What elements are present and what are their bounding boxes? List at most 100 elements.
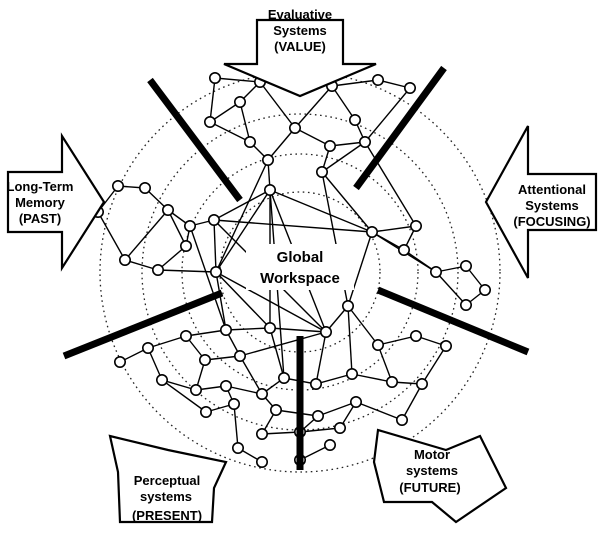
arrow-past-shape — [6, 132, 106, 272]
network-node — [162, 204, 175, 217]
network-node — [349, 395, 362, 408]
network-node — [348, 114, 361, 127]
network-edge — [239, 101, 251, 143]
network-edge — [215, 271, 271, 329]
network-node — [209, 72, 222, 85]
network-node — [333, 421, 346, 434]
network-node — [180, 329, 193, 342]
network-edge — [157, 245, 187, 271]
network-nodes — [92, 72, 491, 468]
network-node — [234, 96, 247, 109]
network-node — [255, 455, 268, 468]
arrow-future-shape — [372, 428, 508, 524]
network-node — [220, 379, 233, 392]
network-edge — [215, 271, 327, 333]
network-node — [397, 244, 410, 257]
network-node — [315, 166, 328, 179]
network-node — [459, 259, 472, 272]
network-edge — [321, 171, 373, 233]
network-node — [139, 182, 152, 195]
network-edge — [331, 85, 356, 121]
network-node — [255, 427, 268, 440]
network-edge — [215, 159, 269, 273]
network-node — [385, 375, 398, 388]
network-edge — [214, 77, 261, 83]
arrow-value-line1: Evaluative — [268, 7, 332, 22]
network-edge — [209, 121, 251, 143]
network-node — [119, 254, 132, 267]
network-edge — [351, 373, 393, 383]
global-workspace-line1: Global — [277, 249, 324, 266]
network-node — [319, 325, 332, 338]
network-node — [415, 377, 428, 390]
network-edge — [209, 101, 241, 123]
network-node — [277, 371, 290, 384]
network-node — [199, 353, 212, 366]
network-node — [204, 116, 217, 129]
arrow-focusing: Attentional Systems (FOCUSING) — [484, 125, 598, 279]
network-node — [261, 154, 274, 167]
network-node — [220, 323, 233, 336]
network-edge — [124, 209, 169, 261]
network-edge — [377, 335, 417, 346]
network-edge — [233, 403, 239, 449]
network-node — [323, 140, 336, 153]
network-edge — [267, 127, 296, 161]
network-node — [244, 136, 257, 149]
network-edge — [321, 141, 366, 173]
global-workspace-label: Global Workspace — [246, 244, 354, 290]
network-edge — [317, 401, 357, 417]
arrow-past: Long-Term Memory (PAST) — [6, 132, 106, 272]
network-node — [365, 226, 378, 239]
arrow-future: Motor systems (FUTURE) — [372, 428, 508, 524]
arrow-present-line1: Perceptual — [134, 473, 200, 488]
network-node — [142, 341, 155, 354]
arrow-future-line2: systems — [406, 463, 458, 478]
arrow-past-line3: (PAST) — [19, 211, 61, 226]
network-edge — [347, 305, 353, 375]
spoke-upper-right — [353, 65, 447, 191]
network-edge — [185, 329, 227, 337]
network-edge — [269, 189, 373, 233]
network-edge — [97, 211, 126, 261]
arrow-value: Evaluative Systems (VALUE) — [223, 7, 377, 98]
network-node — [232, 441, 245, 454]
arrow-present: Perceptual systems (PRESENT) — [108, 434, 228, 524]
network-edge — [215, 189, 271, 273]
network-edge — [299, 427, 341, 433]
network-edge — [259, 81, 296, 129]
network-edge — [401, 383, 423, 421]
arrow-focusing-line2: Systems — [525, 198, 578, 213]
network-node — [208, 214, 221, 227]
network-edge — [225, 327, 271, 331]
network-node — [180, 240, 193, 253]
spoke-lower-right — [376, 286, 530, 356]
arrow-focusing-line1: Attentional — [518, 182, 586, 197]
ring-3 — [141, 113, 459, 431]
network-edge — [347, 231, 373, 307]
network-edge — [377, 344, 393, 383]
network-edge — [331, 79, 379, 87]
network-node — [114, 355, 127, 368]
global-workspace-backdrop — [246, 244, 354, 290]
network-node — [371, 338, 384, 351]
network-node — [323, 438, 336, 451]
network-node — [228, 397, 241, 410]
network-edge — [269, 327, 285, 379]
arrow-future-line1: Motor — [414, 447, 450, 462]
network-edge — [239, 355, 263, 395]
arrow-focusing-line3: (FOCUSING) — [513, 214, 590, 229]
network-node — [269, 403, 282, 416]
network-edge — [294, 85, 333, 129]
network-edge — [147, 335, 187, 349]
network-node — [200, 405, 213, 418]
network-edge — [364, 87, 411, 143]
network-node — [190, 383, 203, 396]
network-node — [409, 329, 422, 342]
network-edge — [157, 269, 217, 273]
arrow-present-shape — [108, 434, 228, 524]
network-edge — [213, 189, 271, 221]
arrow-past-line2: Memory — [15, 195, 66, 210]
